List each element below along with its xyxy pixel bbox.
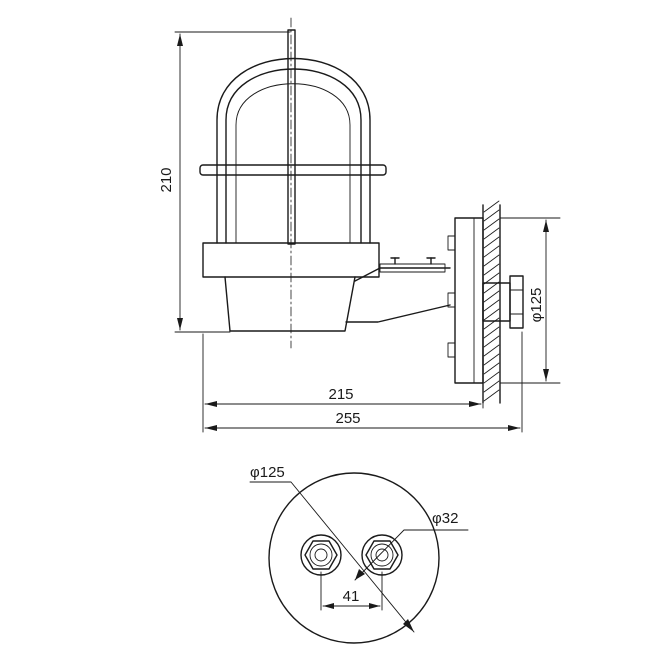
gland-spacing-label: 41 — [343, 588, 360, 605]
length-dimension-255: 255 — [204, 410, 521, 431]
gland-spacing-dimension: 41 — [320, 571, 383, 611]
gland-right — [361, 534, 403, 576]
flange-diameter-dimension: φ125 — [528, 219, 549, 382]
wall-flange — [447, 217, 524, 384]
flange-diameter-label: φ125 — [528, 288, 545, 323]
plan-outer-diameter-label: φ125 — [250, 464, 285, 481]
mounting-plate-circle — [268, 472, 440, 644]
bracket-arm — [345, 257, 451, 323]
length-dimension-255-label: 255 — [335, 410, 360, 427]
guard-cage — [199, 29, 387, 245]
height-dimension: 210 — [158, 33, 183, 331]
gland-diameter-dimension: φ32 — [354, 510, 469, 581]
length-dimension-215-label: 215 — [328, 386, 353, 403]
height-dimension-label: 210 — [158, 167, 175, 192]
gland-diameter-label: φ32 — [432, 510, 458, 527]
side-view: 210 215 255 φ125 — [158, 17, 561, 433]
plan-outer-diameter-dimension: φ125 — [249, 464, 415, 633]
plan-view: φ125 φ32 41 — [249, 464, 469, 644]
length-dimension-215: 215 — [204, 386, 482, 407]
wall-section — [482, 200, 501, 404]
gland-left — [300, 534, 342, 576]
